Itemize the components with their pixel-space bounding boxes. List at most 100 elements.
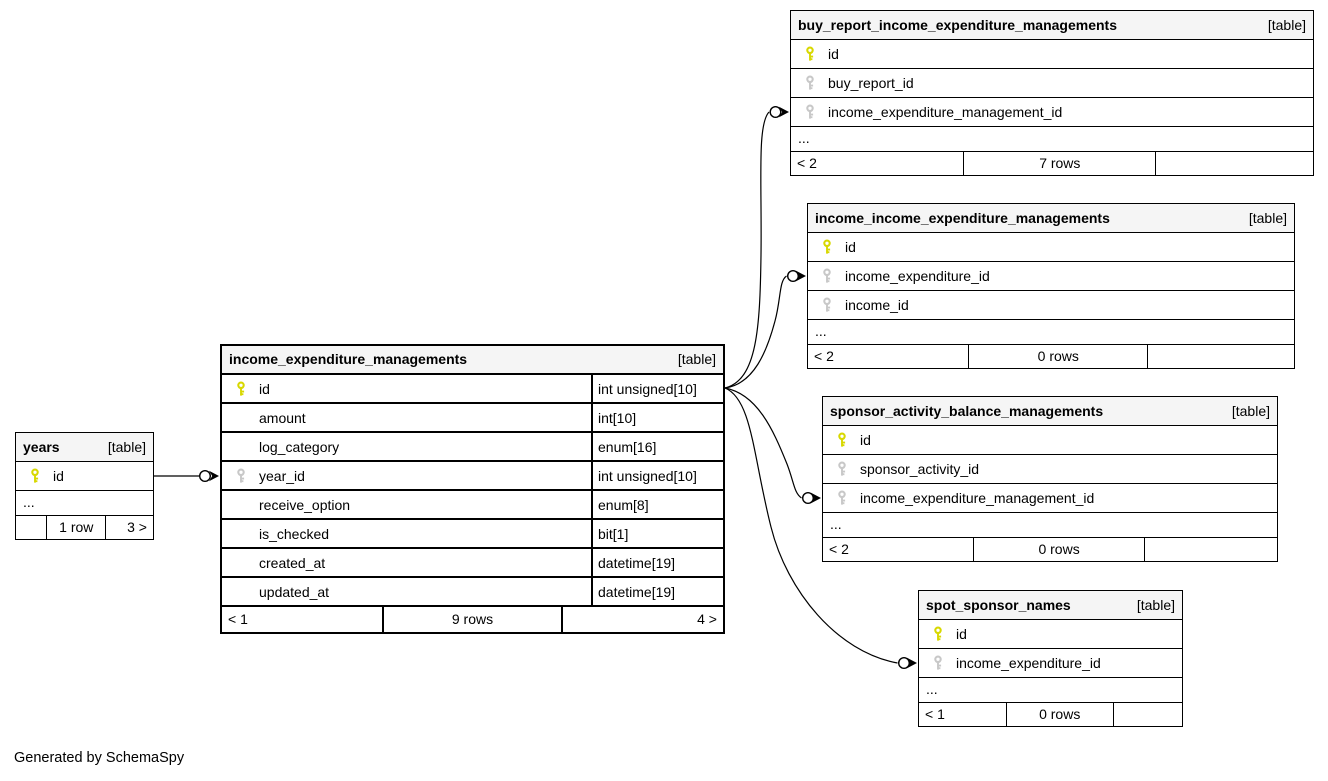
primary-key-icon (821, 239, 833, 255)
column-name: id (845, 239, 856, 255)
column-name: log_category (259, 438, 340, 455)
related-to-count (1114, 703, 1182, 726)
row-count: 1 row (46, 516, 107, 539)
column-name: year_id (259, 467, 305, 484)
table-type-tag: [table] (1231, 403, 1270, 419)
relationship-arrowhead-4 (907, 657, 917, 669)
column-type: enum[16] (591, 433, 723, 460)
relationship-line-3 (724, 387, 802, 499)
row-count: 0 rows (972, 538, 1146, 561)
relationship-circle-0 (198, 470, 211, 483)
no-key-spacer (235, 584, 247, 600)
column-type: enum[8] (591, 491, 723, 518)
relationship-arrowhead-0 (209, 470, 219, 482)
foreign-key-icon (932, 655, 944, 671)
related-to-count: 3 > (127, 519, 147, 535)
table-type-tag: [table] (1136, 597, 1175, 613)
table-title[interactable]: income_income_expenditure_managements (815, 210, 1110, 226)
column-row-income_expenditure_management_id: income_expenditure_management_id (791, 98, 1313, 127)
foreign-key-icon (804, 75, 816, 91)
table-header: sponsor_activity_balance_managements [tab… (823, 397, 1277, 426)
column-row-income_expenditure_management_id: income_expenditure_management_id (823, 484, 1277, 513)
column-name: buy_report_id (828, 75, 914, 91)
column-type: int[10] (591, 404, 723, 431)
more-columns-ellipsis: ... (823, 513, 1277, 538)
column-name: updated_at (259, 583, 330, 600)
table-title[interactable]: spot_sponsor_names (926, 597, 1071, 613)
column-name: id (956, 626, 967, 642)
table-income_income_expenditure_managements[interactable]: income_income_expenditure_managements [ta… (807, 203, 1295, 369)
table-buy_report_income_expenditure_managements[interactable]: buy_report_income_expenditure_management… (790, 10, 1314, 176)
table-footer: < 1 9 rows 4 > (222, 607, 723, 632)
table-spot_sponsor_names[interactable]: spot_sponsor_names [table] id income_expend… (918, 590, 1183, 727)
more-columns-ellipsis: ... (919, 678, 1182, 703)
table-title[interactable]: income_expenditure_managements (229, 351, 468, 367)
primary-key-icon (836, 432, 848, 448)
related-from-count (16, 516, 46, 539)
no-key-spacer (235, 497, 247, 513)
relationship-circle-3 (802, 492, 815, 505)
related-from-count: < 1 (228, 611, 248, 627)
table-type-tag: [table] (107, 439, 146, 455)
column-name: income_expenditure_id (956, 655, 1101, 671)
column-name: income_expenditure_id (845, 268, 990, 284)
table-type-tag: [table] (677, 351, 716, 367)
column-row-id: id (823, 426, 1277, 455)
column-row-id: id (919, 620, 1182, 649)
table-title[interactable]: years (23, 439, 60, 455)
table-type-tag: [table] (1248, 210, 1287, 226)
column-row-is_checked: is_checked bit[1] (222, 520, 723, 549)
foreign-key-icon (821, 297, 833, 313)
row-count: 7 rows (963, 152, 1157, 175)
row-count: 0 rows (968, 345, 1149, 368)
related-to-count: 4 > (697, 611, 717, 627)
table-header: income_expenditure_managements [table] (222, 346, 723, 375)
table-footer: 1 row 3 > (16, 516, 153, 539)
row-count: 9 rows (382, 607, 563, 632)
foreign-key-icon (836, 490, 848, 506)
no-key-spacer (235, 526, 247, 542)
column-name: id (53, 468, 64, 484)
table-title[interactable]: sponsor_activity_balance_managements (830, 403, 1104, 419)
column-name: income_id (845, 297, 909, 313)
column-name: id (259, 380, 270, 397)
column-row-income_id: income_id (808, 291, 1294, 320)
relationship-circle-4 (898, 657, 911, 670)
related-to-count (1156, 152, 1313, 175)
column-type: int unsigned[10] (591, 462, 723, 489)
table-type-tag: [table] (1267, 17, 1306, 33)
column-name: receive_option (259, 496, 351, 513)
related-to-count (1145, 538, 1277, 561)
column-name: is_checked (259, 525, 330, 542)
foreign-key-icon (235, 468, 247, 484)
column-row-log_category: log_category enum[16] (222, 433, 723, 462)
foreign-key-icon (804, 104, 816, 120)
column-row-year_id: year_id int unsigned[10] (222, 462, 723, 491)
table-title[interactable]: buy_report_income_expenditure_management… (798, 17, 1117, 33)
column-row-receive_option: receive_option enum[8] (222, 491, 723, 520)
primary-key-icon (804, 46, 816, 62)
foreign-key-icon (836, 461, 848, 477)
no-key-spacer (235, 439, 247, 455)
column-row-id: id (791, 40, 1313, 69)
table-header: income_income_expenditure_managements [ta… (808, 204, 1294, 233)
column-row-income_expenditure_id: income_expenditure_id (808, 262, 1294, 291)
related-from-count: < 1 (925, 706, 945, 722)
no-key-spacer (235, 410, 247, 426)
related-from-count: < 2 (814, 348, 834, 364)
column-name: income_expenditure_management_id (860, 490, 1095, 506)
relationship-arrowhead-2 (796, 270, 806, 282)
table-sponsor_activity_balance_managements[interactable]: sponsor_activity_balance_managements [tab… (822, 396, 1278, 562)
primary-key-icon (235, 381, 247, 397)
more-columns-ellipsis: ... (808, 320, 1294, 345)
column-name: id (860, 432, 871, 448)
column-name: id (828, 46, 839, 62)
column-type: bit[1] (591, 520, 723, 547)
